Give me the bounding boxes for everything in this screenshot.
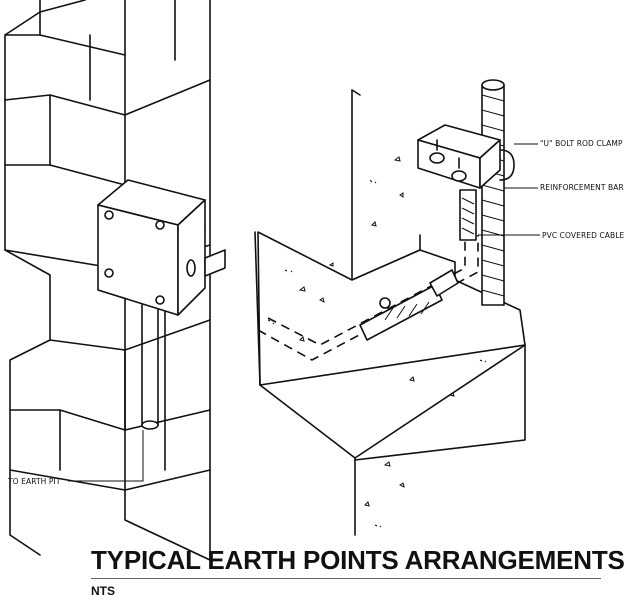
u-bolt-rod-clamp (417, 124, 515, 241)
junction-box (97, 179, 226, 430)
u-bolt-label: "U" BOLT ROD CLAMP (540, 139, 623, 148)
drawing-title: TYPICAL EARTH POINTS ARRANGEMENTS (91, 545, 625, 575)
brick-wall (4, 0, 211, 561)
pvc-cable-label: PVC COVERED CABLE (542, 231, 625, 240)
label-leaders (478, 143, 540, 236)
title-underline (91, 578, 601, 579)
scale-note: NTS (91, 584, 115, 598)
reinforcement-bar (481, 79, 505, 306)
pvc-cable-run (257, 235, 479, 361)
rebar-label: REINFORCEMENT BAR (540, 183, 624, 192)
earth-pit-label: TO EARTH PIT (7, 477, 61, 486)
earth-pit-leader (68, 430, 144, 482)
